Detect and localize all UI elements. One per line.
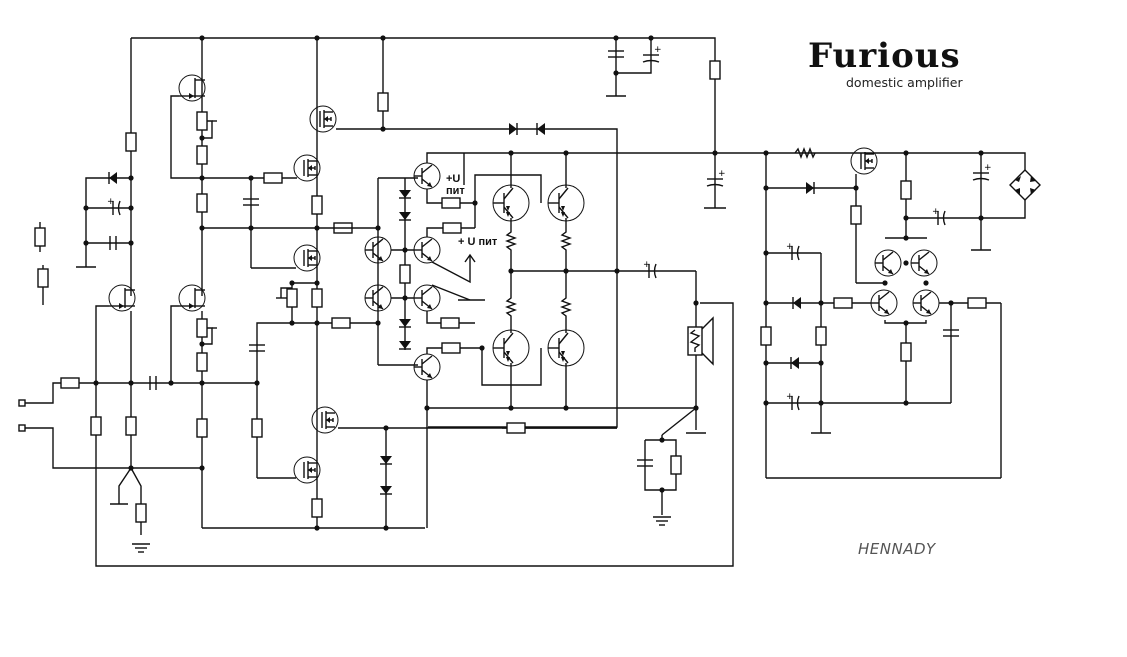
author-signature: HENNADY: [858, 540, 936, 558]
supply-label-mid: + U пит: [458, 236, 498, 248]
supply-label-top-line2: пит: [446, 185, 465, 197]
speaker-icon: [687, 316, 714, 366]
power-supply-section: [760, 147, 1041, 479]
supply-label-top: +U пит: [446, 173, 465, 197]
driver-stage: [364, 152, 715, 528]
bridge-rectifier: [981, 169, 1041, 219]
supply-label-top-line1: +U: [446, 173, 461, 185]
input-terminal-signal[interactable]: [18, 399, 26, 407]
input-stage: [18, 38, 734, 567]
speaker-output: [502, 271, 714, 526]
top-filter-capacitors: [606, 38, 727, 209]
voltage-amplifier-stage: [202, 38, 618, 531]
schematic-title: Furious: [808, 36, 961, 76]
input-terminal-ground[interactable]: [18, 424, 26, 432]
output-stage: [427, 150, 696, 411]
schematic-subtitle: domestic amplifier: [846, 75, 963, 90]
